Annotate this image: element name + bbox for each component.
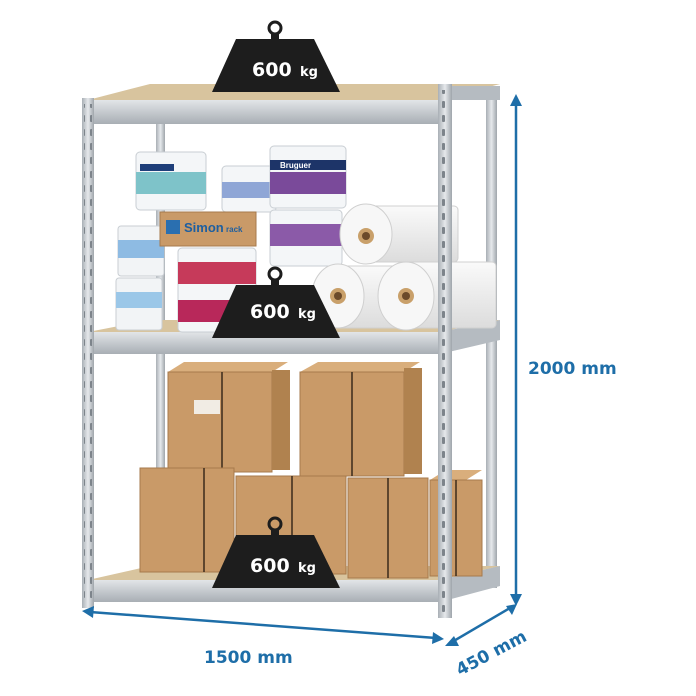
- film-roll: [339, 203, 459, 265]
- front-uprights: [82, 84, 452, 618]
- box-sub-label: rack: [226, 225, 243, 234]
- weight-badge-top: 600 kg: [212, 20, 340, 92]
- weight-badge-bottom: 600 kg: [212, 516, 340, 588]
- bucket: [269, 209, 343, 267]
- cardboard-box: [429, 470, 483, 577]
- box-brand-label: Simon: [184, 220, 224, 235]
- weight-unit: kg: [300, 65, 318, 80]
- height-label: 2000 mm: [528, 359, 617, 379]
- weight-unit: kg: [298, 561, 316, 576]
- bucket: [117, 225, 165, 277]
- bucket: [221, 165, 277, 213]
- bucket: Bruguer: [269, 145, 347, 209]
- paint-buckets: Bruguer Simon rack: [115, 145, 347, 333]
- weight-value: 600: [250, 301, 290, 323]
- cardboard-box: [299, 362, 422, 477]
- bucket: [115, 277, 163, 331]
- depth-dimension: [445, 604, 517, 646]
- cardboard-box: [167, 362, 290, 473]
- film-roll: [377, 261, 497, 331]
- weight-unit: kg: [298, 307, 316, 322]
- height-dimension: [510, 94, 522, 606]
- width-label: 1500 mm: [204, 648, 293, 668]
- bucket-brand-label: Bruguer: [280, 161, 311, 170]
- weight-value: 600: [252, 59, 292, 81]
- cardboard-box: [347, 477, 429, 579]
- weight-badge-middle: 600 kg: [212, 266, 340, 338]
- weight-value: 600: [250, 555, 290, 577]
- cardboard-box-simon: Simon rack: [159, 211, 257, 247]
- bucket: [135, 151, 207, 211]
- cardboard-box: [139, 467, 235, 573]
- width-dimension: [82, 606, 444, 644]
